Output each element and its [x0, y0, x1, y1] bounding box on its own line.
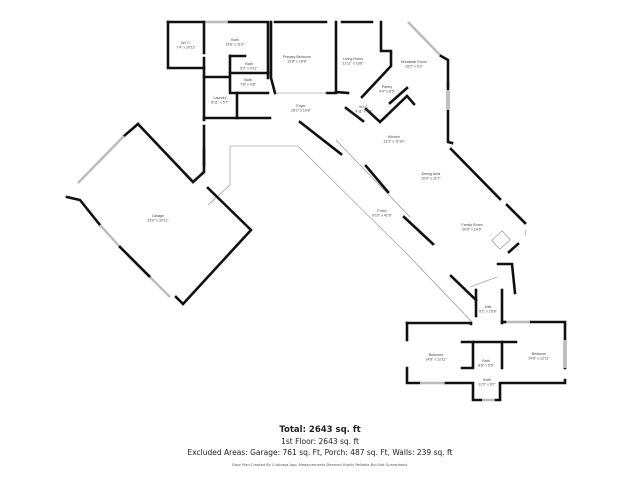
- total-area: Total: 2643 sq. ft: [279, 425, 361, 435]
- first-floor-area: 1st Floor: 2643 sq. ft: [281, 437, 359, 446]
- garage-walls: [65, 122, 253, 306]
- bedroom-wing-walls: [405, 320, 567, 402]
- room-label-wic: W.I.C.7'4" x 10'11": [176, 41, 196, 50]
- great-room-walls: [298, 83, 527, 325]
- excluded-areas: Excluded Areas: Garage: 761 sq. Ft, Porc…: [187, 448, 453, 457]
- living-breakfast-walls: [334, 20, 450, 124]
- primary-suite-walls: [166, 20, 338, 167]
- room-label-wic2: W.I.C.4'11" x 6'8": [355, 105, 373, 114]
- porch-outline: [207, 145, 473, 323]
- disclaimer: Floor Plan Created By Cubicasa App. Meas…: [232, 463, 408, 467]
